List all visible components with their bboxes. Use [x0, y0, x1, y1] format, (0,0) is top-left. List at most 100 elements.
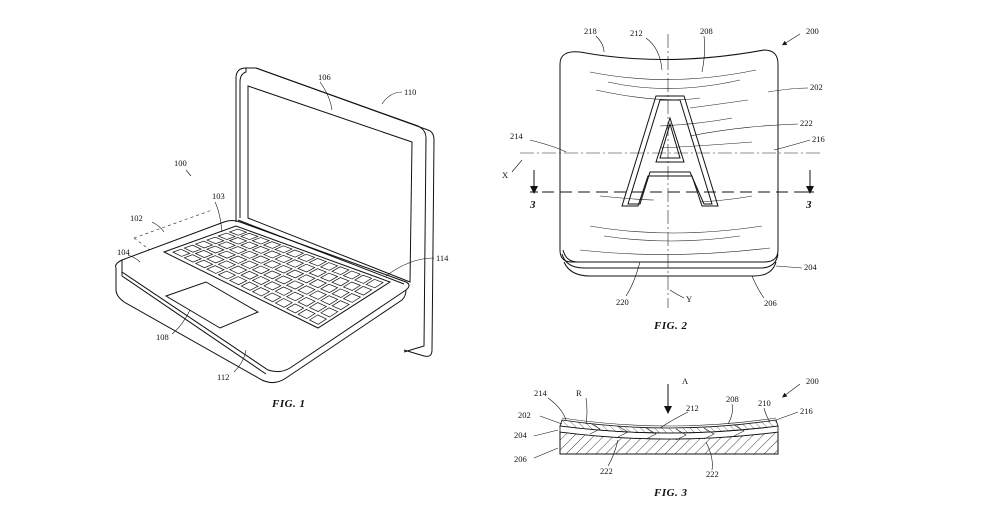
ref-102: 102	[130, 213, 143, 223]
keyboard-key	[274, 264, 293, 274]
keyboard-key	[274, 298, 293, 308]
keyboard-key	[286, 303, 305, 314]
keyboard-key	[206, 265, 225, 274]
keyboard-key	[308, 268, 327, 277]
ref-214: 214	[510, 131, 524, 141]
keyboard	[162, 225, 392, 329]
keyboard-key	[251, 237, 271, 245]
keyboard-key	[285, 291, 305, 302]
keyboard-key	[331, 277, 350, 287]
ref-104: 104	[117, 247, 131, 257]
keyboard-key	[320, 283, 339, 294]
keyboard-key	[251, 255, 271, 264]
keyboard-key	[308, 279, 328, 289]
keyboard-key	[228, 237, 248, 245]
keyboard-key	[285, 269, 305, 279]
keyboard-key	[183, 244, 203, 253]
keyboard-key	[354, 286, 373, 296]
ref-108: 108	[156, 332, 169, 342]
ref3-204: 204	[514, 430, 528, 440]
keyboard-key	[228, 265, 248, 275]
ref-204: 204	[804, 262, 818, 272]
ref3-222-left: 222	[600, 466, 613, 476]
keyboard-key	[297, 309, 316, 320]
keyboard-key	[308, 258, 327, 267]
keyboard-key	[365, 278, 384, 289]
keyboard-key	[297, 285, 316, 295]
ref-106: 106	[318, 72, 331, 82]
fig2-keycap-top-view: 200 202 204 206 208 212 214 216 218 220 …	[502, 26, 825, 332]
ref-218: 218	[584, 26, 597, 36]
ref-202: 202	[810, 82, 823, 92]
ref3-214: 214	[534, 388, 548, 398]
arrow-a-label: A	[682, 376, 689, 386]
keyboard-key	[194, 250, 214, 258]
ref-212: 212	[630, 28, 643, 38]
keyboard-key	[263, 260, 282, 269]
keyboard-key	[194, 259, 214, 269]
ref3-206: 206	[514, 454, 527, 464]
keyboard-key	[263, 270, 282, 280]
keyboard-key	[240, 260, 259, 269]
ref-100: 100	[174, 158, 187, 168]
fig1-laptop-drawing: 100 102 103 104 106 108 110 112 114 FIG.…	[115, 67, 449, 410]
keyboard-key	[217, 260, 237, 269]
ref-110: 110	[404, 87, 416, 97]
keyboard-key	[308, 290, 328, 300]
keyboard-key	[274, 245, 293, 254]
keyboard-key	[183, 254, 203, 263]
keyboard-key	[262, 250, 282, 259]
keyboard-key	[262, 241, 282, 249]
keyboard-key	[297, 274, 316, 284]
keyboard-key	[217, 250, 237, 259]
fig3-caption: FIG. 3	[653, 487, 688, 499]
keyboard-key	[228, 228, 248, 236]
keyboard-key	[319, 272, 339, 282]
keyboard-key	[229, 276, 248, 286]
keyboard-key	[217, 270, 237, 280]
keyboard-key	[342, 281, 362, 291]
keyboard-key	[331, 266, 350, 276]
trackpad	[164, 281, 260, 329]
ref-200: 200	[806, 26, 819, 36]
keyboard-key	[251, 276, 271, 285]
keyboard-key	[240, 241, 259, 250]
keyboard-key	[206, 245, 225, 254]
keyboard-key	[251, 246, 271, 254]
keyboard-key	[172, 248, 191, 257]
keyboard-key	[354, 274, 373, 284]
ref-206: 206	[764, 298, 777, 308]
keyboard-key	[217, 232, 237, 240]
keyboard-key	[251, 265, 271, 275]
radius-r-label: R	[576, 388, 582, 398]
keyboard-key	[228, 246, 248, 254]
fig3-cross-section: 200 A 214 R 202 204 206 212 208 210 216 …	[514, 376, 819, 499]
ref3-222-right: 222	[706, 469, 719, 479]
fig1-caption: FIG. 1	[271, 398, 306, 410]
ref-208: 208	[700, 26, 713, 36]
keyboard-key	[297, 253, 316, 262]
keyboard-key	[240, 232, 259, 241]
keyboard-key	[308, 302, 328, 312]
keyboard-key	[319, 262, 339, 271]
ref3-216: 216	[800, 406, 813, 416]
keyboard-key	[240, 270, 259, 280]
ref3-208: 208	[726, 394, 739, 404]
legend-letter-a	[621, 95, 719, 207]
section-label-right: 3	[805, 199, 812, 211]
keyboard-key	[217, 241, 237, 250]
ref-103: 103	[212, 191, 225, 201]
keyboard-key	[263, 281, 282, 291]
ref-216: 216	[812, 134, 825, 144]
axis-x-label: X	[502, 170, 508, 180]
ref-112: 112	[217, 372, 229, 382]
keyboard-key	[331, 300, 350, 311]
keyboard-key	[274, 275, 293, 285]
keyboard-key	[285, 249, 305, 258]
keyboard-key	[206, 255, 225, 264]
ref-222: 222	[800, 118, 813, 128]
keyboard-key	[320, 307, 339, 318]
keyboard-key	[251, 287, 271, 297]
keyboard-key	[263, 292, 282, 303]
